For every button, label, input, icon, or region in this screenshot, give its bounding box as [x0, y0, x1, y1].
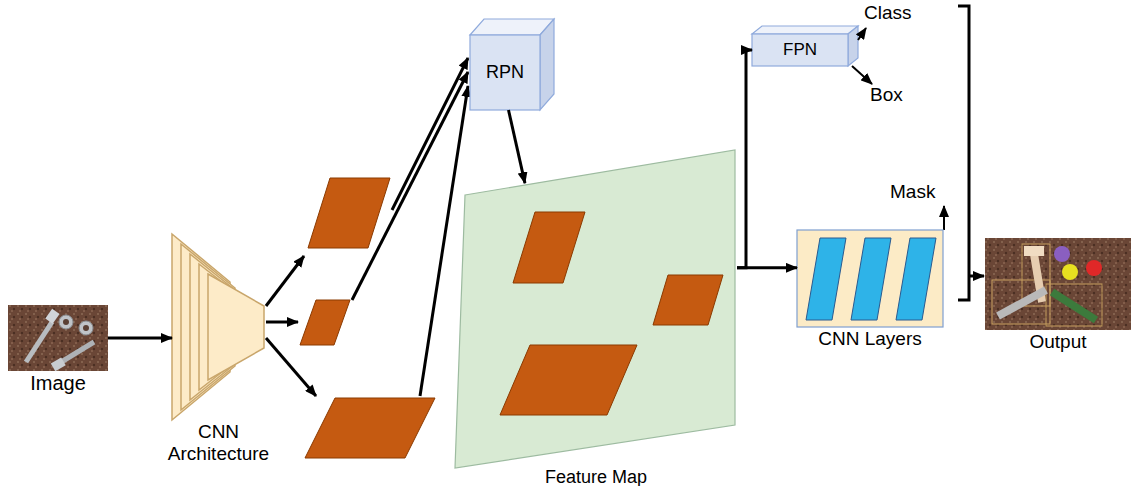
cnn-stack — [172, 234, 264, 420]
region-proposal — [500, 345, 637, 415]
arrow — [943, 206, 945, 230]
region-proposal — [513, 212, 585, 283]
bracket — [958, 6, 969, 300]
arrow — [266, 338, 316, 396]
photo-ground — [985, 238, 1131, 330]
connector-arrow — [108, 337, 172, 340]
rpn-cube — [470, 19, 554, 110]
bolt-mask — [998, 290, 1046, 316]
nut-mask — [1086, 260, 1102, 276]
bolt-mask — [1052, 292, 1096, 320]
feature-patch — [305, 398, 435, 458]
output-label: Class — [864, 2, 912, 24]
node-label: CNN Layers — [818, 328, 921, 350]
arrow — [392, 58, 468, 210]
cnn-layers-box — [797, 230, 943, 327]
arrow — [858, 28, 866, 40]
output-label: Box — [870, 84, 903, 106]
conv-layer — [896, 238, 936, 320]
feature-patch — [300, 300, 350, 345]
cnn-architecture: CNN Architecture — [172, 232, 265, 420]
rpn-block: RPN — [470, 35, 540, 110]
cube-side — [540, 19, 554, 110]
output-image: Output — [985, 238, 1131, 330]
fpn-slab — [752, 26, 858, 66]
node-label: RPN — [486, 62, 524, 83]
feature-map-sheet — [455, 150, 735, 468]
connector-arrow — [737, 50, 752, 268]
node-label: Feature Map — [545, 467, 647, 486]
bolt — [58, 342, 94, 364]
nut — [59, 315, 73, 329]
node-label: Output — [1029, 331, 1086, 353]
node-label: Image — [30, 372, 86, 395]
feature-map: Feature Map — [455, 150, 737, 466]
feature-patch — [308, 178, 390, 248]
output-label: Mask — [890, 181, 935, 203]
cnn-layer — [208, 274, 264, 380]
arrow — [266, 321, 298, 324]
conv-layer — [806, 238, 846, 320]
bolt-head — [51, 358, 66, 372]
bolt-head — [45, 309, 59, 324]
input-photo — [8, 305, 108, 371]
connector-arrow — [737, 266, 797, 269]
nut-mask — [1054, 246, 1070, 262]
conv-layers — [806, 238, 936, 320]
head-arrows — [852, 28, 944, 230]
photo-ground — [8, 305, 108, 371]
arrow — [969, 275, 984, 278]
connector-arrow — [509, 110, 525, 183]
bolt — [26, 322, 52, 362]
feature-patches — [300, 178, 435, 458]
region-proposal — [653, 275, 723, 325]
input-image: Image — [8, 305, 108, 371]
arrow — [352, 72, 468, 300]
nut-mask — [1062, 264, 1078, 280]
node-label: FPN — [783, 40, 817, 60]
nut — [79, 321, 93, 335]
fpn-block: FPN — [752, 34, 848, 66]
nut-hole — [63, 319, 69, 325]
slab-side — [848, 26, 858, 66]
cube-front — [470, 35, 540, 110]
arrow — [266, 256, 304, 306]
arrow — [852, 66, 872, 84]
slab-top — [752, 26, 858, 34]
region-proposals — [500, 212, 723, 415]
output-photo — [985, 238, 1131, 330]
conv-layer — [851, 238, 891, 320]
detection-box — [1046, 284, 1102, 326]
nut-hole — [83, 325, 89, 331]
slab-front — [752, 34, 848, 66]
bolt-mask-head — [1024, 246, 1044, 256]
cnn-layers: CNN Layers — [797, 230, 943, 327]
arrows — [266, 58, 468, 396]
node-label: CNN Architecture — [154, 421, 284, 465]
